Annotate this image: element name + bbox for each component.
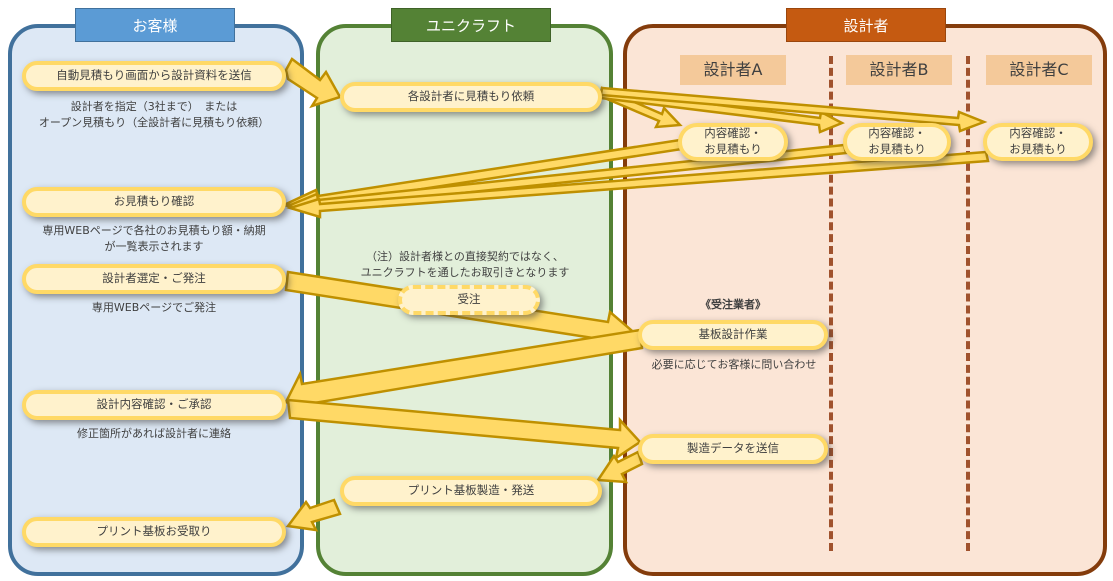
- sub-lane-divider-ab: [829, 56, 833, 551]
- step-manufacture-ship[interactable]: プリント基板製造・発送: [340, 476, 602, 506]
- arrow-manufacture-to-receive: [285, 498, 342, 532]
- step-label: お見積もり確認: [113, 194, 195, 209]
- select-order-note: 専用WEBページでご発注: [91, 301, 217, 314]
- step-select-and-order[interactable]: 設計者選定・ご発注: [22, 264, 286, 294]
- arrow-request-to-designer-c: [599, 86, 988, 133]
- step-send-manufacturing-data[interactable]: 製造データを送信: [638, 434, 828, 464]
- step-receive-order[interactable]: 受注: [398, 285, 540, 315]
- lane-customer: [8, 24, 304, 576]
- step-label: 製造データを送信: [687, 441, 779, 456]
- board-design-note: 必要に応じてお客様に問い合わせ: [651, 358, 817, 371]
- step-label: 受注: [457, 292, 481, 307]
- contract-note: （注）設計者様との直接契約ではなく、 ユニクラフトを通したお取引きとなります: [360, 250, 570, 279]
- sub-lane-title-designer-c: 設計者C: [986, 55, 1092, 85]
- sub-lane-title-designer-b: 設計者B: [846, 55, 952, 85]
- step-send-design-data[interactable]: 自動見積もり画面から設計資料を送信: [22, 61, 286, 91]
- step-check-quotes[interactable]: お見積もり確認: [22, 187, 286, 217]
- arrow-confirm-to-data: [286, 398, 642, 461]
- step-designer-b-quote[interactable]: 内容確認・ お見積もり: [843, 123, 951, 161]
- lane-title-designer: 設計者: [786, 8, 946, 42]
- arrow-data-to-manufacture: [595, 450, 644, 484]
- step-designer-a-quote[interactable]: 内容確認・ お見積もり: [678, 123, 788, 161]
- contractor-label: 《受注業者》: [700, 298, 766, 311]
- step-receive-boards[interactable]: プリント基板お受取り: [22, 517, 286, 547]
- step-label: 設計内容確認・ご承認: [96, 397, 212, 412]
- sub-lane-divider-bc: [966, 56, 970, 551]
- step-label: 内容確認・ お見積もり: [868, 126, 926, 156]
- lane-title-customer: お客様: [75, 8, 235, 42]
- lane-title-unicraft: ユニクラフト: [391, 8, 551, 42]
- step-request-quotes[interactable]: 各設計者に見積もり依頼: [340, 82, 602, 112]
- step-label: プリント基板お受取り: [96, 524, 212, 539]
- step-label: 設計者選定・ご発注: [102, 271, 206, 286]
- sub-lane-title-designer-a: 設計者A: [680, 55, 786, 85]
- arrow-designer-c-to-check: [285, 150, 990, 219]
- step-board-design[interactable]: 基板設計作業: [638, 320, 828, 350]
- check-quotes-note: 専用WEBページで各社のお見積もり額・納期 が一覧表示されます: [42, 224, 266, 253]
- step-label: 内容確認・ お見積もり: [704, 126, 762, 156]
- arrow-design-to-confirm: [284, 328, 644, 417]
- step-designer-c-quote[interactable]: 内容確認・ お見積もり: [983, 123, 1093, 161]
- step-label: 各設計者に見積もり依頼: [407, 89, 535, 104]
- step-label: プリント基板製造・発送: [407, 483, 535, 498]
- arrow-send-to-request: [284, 57, 342, 109]
- step-label: 基板設計作業: [698, 327, 768, 342]
- send-data-note: 設計者を指定（3社まで） または オープン見積もり（全設計者に見積もり依頼）: [38, 100, 270, 129]
- confirm-design-note: 修正箇所があれば設計者に連絡: [77, 427, 231, 440]
- step-confirm-design[interactable]: 設計内容確認・ご承認: [22, 390, 286, 420]
- step-label: 内容確認・ お見積もり: [1009, 126, 1067, 156]
- step-label: 自動見積もり画面から設計資料を送信: [56, 68, 252, 83]
